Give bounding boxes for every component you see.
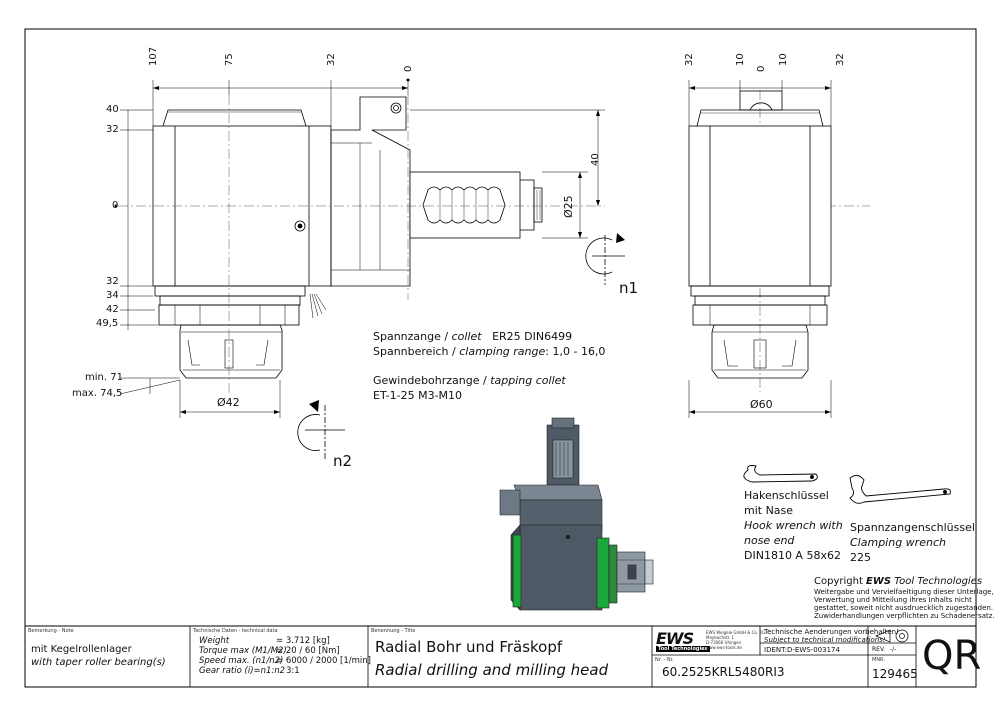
dim-42: 42 bbox=[106, 304, 119, 315]
dim-side-32a: 32 bbox=[684, 53, 695, 66]
remark-label: Bemerkung - Note bbox=[28, 628, 74, 634]
tech-speed-key: Speed max. (n1/n2) bbox=[199, 656, 284, 666]
hook-wrench-l1: Hakenschlüssel bbox=[744, 489, 829, 502]
dim-side-0: 0 bbox=[756, 65, 767, 72]
mat-label: MNR. bbox=[872, 657, 885, 663]
dim-49-5: 49,5 bbox=[96, 318, 119, 329]
hook-wrench-l2: mit Nase bbox=[744, 504, 794, 517]
dim-32-lower: 32 bbox=[106, 276, 119, 287]
ews-logo-sub: Tool Technologies bbox=[656, 646, 710, 652]
dim-75: 75 bbox=[224, 53, 235, 66]
notice-en: Subject to technical modifications! bbox=[764, 636, 886, 644]
tech-torque-val: = 20 / 60 [Nm] bbox=[276, 646, 340, 656]
label-n2: n2 bbox=[333, 452, 353, 470]
copyright-title: Copyright EWS Tool Technologies bbox=[814, 576, 983, 587]
3d-render bbox=[499, 417, 654, 611]
dim-side-10a: 10 bbox=[735, 53, 746, 66]
clamp-wrench-l3: 225 bbox=[850, 551, 871, 564]
remark-en: with taper roller bearing(s) bbox=[31, 657, 166, 668]
dim-107: 107 bbox=[148, 46, 159, 66]
tech-torque-key: Torque max (M1/M2) bbox=[199, 646, 287, 656]
collet-line-2: Spannbereich / clamping range: 1,0 - 16,… bbox=[373, 345, 606, 358]
dim-32-left: 32 bbox=[106, 124, 119, 135]
n2-rotation-symbol bbox=[297, 405, 345, 460]
dim-34: 34 bbox=[106, 290, 119, 301]
tech-gear-key: Gear ratio (i)=n1:n2 bbox=[199, 666, 286, 676]
remark-de: mit Kegelrollenlager bbox=[31, 644, 132, 655]
collet-line-4: ET-1-25 M3-M10 bbox=[373, 389, 463, 402]
dim-0-top: 0 bbox=[403, 65, 414, 72]
company-info: EWS Weigele GmbH & Co. KG Maybachstr. 1 … bbox=[706, 630, 766, 650]
clamp-wrench-l2: Clamping wrench bbox=[850, 536, 946, 549]
qr-code-label: QR bbox=[922, 633, 982, 679]
title-block-grid bbox=[189, 626, 917, 687]
front-view bbox=[152, 96, 543, 379]
tech-weight-key: Weight bbox=[199, 636, 230, 646]
hook-wrench-l4: nose end bbox=[744, 534, 795, 547]
hook-wrench-l3: Hook wrench with bbox=[744, 519, 843, 532]
tech-speed-val: = 6000 / 2000 [1/min] bbox=[276, 656, 371, 666]
n1-rotation-symbol bbox=[585, 235, 625, 285]
tech-label: Technische Daten - technical data bbox=[193, 628, 278, 634]
tech-weight-val: = 3.712 [kg] bbox=[276, 636, 330, 646]
dim-side-32b: 32 bbox=[835, 53, 846, 66]
dim-min-71: min. 71 bbox=[85, 372, 123, 383]
clamp-wrench-l1: Spannzangenschlüssel bbox=[850, 521, 975, 534]
part-number: 60.2525KRL5480RI3 bbox=[662, 665, 785, 679]
ews-logo: EWS bbox=[656, 629, 694, 648]
title-de: Radial Bohr und Fräskopf bbox=[375, 638, 563, 656]
ident-label: IDENT: bbox=[764, 646, 787, 654]
mat-number: 129465 bbox=[872, 667, 918, 681]
rev-label: REV. bbox=[872, 646, 886, 653]
dim-32-top: 32 bbox=[326, 53, 337, 66]
hook-wrench-icon bbox=[743, 465, 818, 483]
collet-line-1: Spannzange / collet ER25 DIN6499 bbox=[373, 330, 573, 343]
drawing-frame bbox=[24, 28, 977, 688]
label-n1: n1 bbox=[619, 279, 639, 297]
collet-line-3: Gewindebohrzange / tapping collet bbox=[373, 374, 566, 387]
dim-0-left: 0 bbox=[112, 200, 119, 211]
dim-max-74-5: max. 74,5 bbox=[72, 388, 123, 399]
hook-wrench-l5: DIN1810 A 58x62 bbox=[744, 549, 841, 562]
nr-label: Nr. - Nr. bbox=[655, 657, 674, 663]
dim-40-left: 40 bbox=[106, 104, 119, 115]
side-view bbox=[688, 90, 832, 379]
notice-de: Technische Aenderungen vorbehalten! bbox=[764, 628, 899, 636]
projection-symbol-icon bbox=[875, 629, 909, 643]
dim-d25: Ø25 bbox=[562, 195, 575, 218]
dim-side-10b: 10 bbox=[778, 53, 789, 66]
copyright-text: Weitergabe und Vervielfaeltigung dieser … bbox=[814, 588, 995, 620]
dim-40-vertical: 40 bbox=[590, 153, 601, 166]
tech-gear-val: 3:1 bbox=[286, 666, 300, 676]
clamping-wrench-icon bbox=[849, 475, 951, 504]
ident-value: D-EWS-003174 bbox=[787, 646, 840, 654]
title-en: Radial drilling and milling head bbox=[375, 661, 609, 679]
dim-d60: Ø60 bbox=[750, 398, 773, 411]
rev-value: -/- bbox=[890, 646, 897, 653]
title-label: Benennung - Title bbox=[371, 628, 416, 634]
dim-d42: Ø42 bbox=[217, 396, 240, 409]
